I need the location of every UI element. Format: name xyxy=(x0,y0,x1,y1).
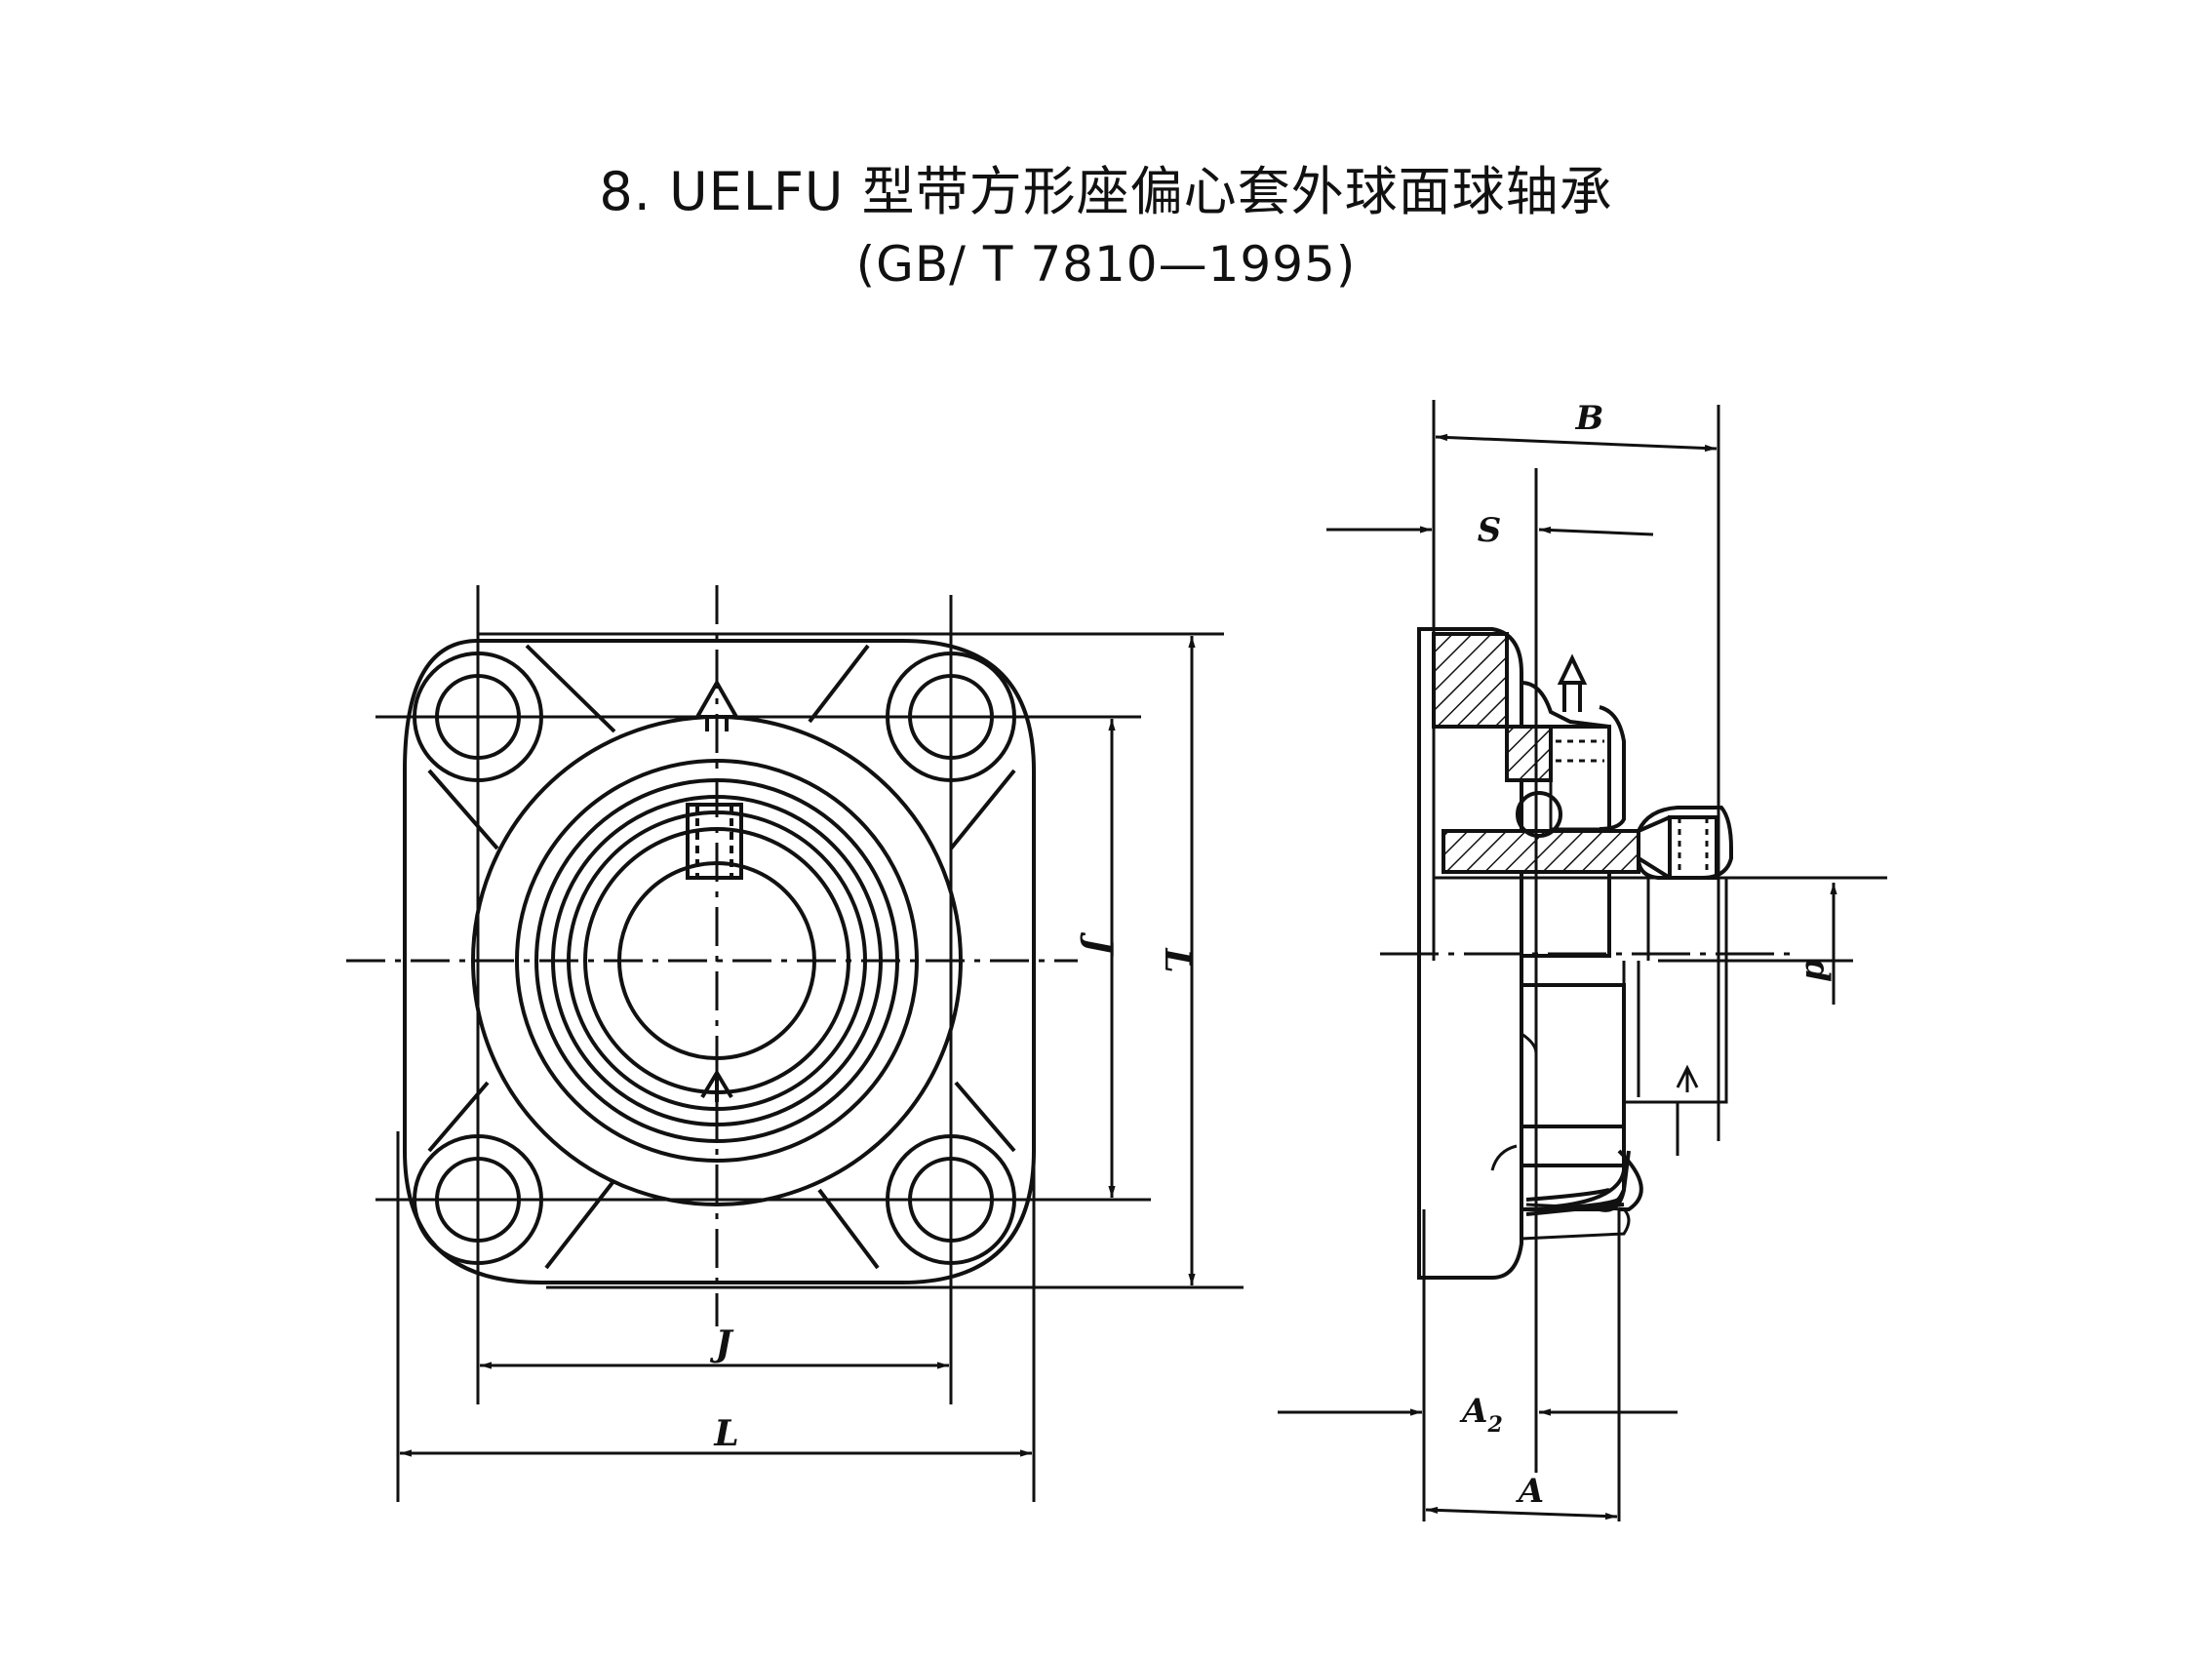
centerlines xyxy=(346,585,1244,1502)
label-J-vertical: J xyxy=(1079,931,1120,956)
label-A2: A2 xyxy=(1459,1392,1503,1438)
front-dimensions xyxy=(400,636,1196,1457)
label-B: B xyxy=(1575,399,1604,438)
front-labels: J L J L xyxy=(709,931,1198,1454)
label-d: d xyxy=(1797,959,1837,982)
bearing-seal xyxy=(1599,705,1626,831)
eccentric-collar xyxy=(1637,806,1733,880)
side-extension-lines xyxy=(1380,400,1887,1521)
bearing-ball xyxy=(1516,791,1562,838)
label-A: A xyxy=(1516,1472,1544,1511)
page-title: 8. UELFU 型带方形座偏心套外球面球轴承 xyxy=(599,161,1613,222)
dim-B xyxy=(1435,433,1718,453)
front-view xyxy=(346,585,1244,1502)
side-grease-nipple-icon xyxy=(1557,653,1588,712)
housing-section xyxy=(1432,632,1509,729)
label-L-vertical: L xyxy=(1157,947,1198,972)
label-S: S xyxy=(1478,511,1502,550)
flange-outline xyxy=(403,639,1036,1284)
side-dimensions xyxy=(1278,433,1837,1521)
side-view xyxy=(1278,400,1887,1521)
label-L-horizontal: L xyxy=(713,1413,738,1454)
label-J-horizontal: J xyxy=(709,1323,733,1364)
dim-S-right xyxy=(1538,526,1654,536)
dim-A xyxy=(1425,1506,1618,1521)
set-screw xyxy=(686,803,743,880)
mounting-holes xyxy=(413,652,1016,1265)
side-labels: B S d A2 A xyxy=(1459,399,1837,1511)
standard-reference: (GB/ T 7810—1995) xyxy=(855,236,1357,293)
flange-web xyxy=(427,644,1016,1270)
